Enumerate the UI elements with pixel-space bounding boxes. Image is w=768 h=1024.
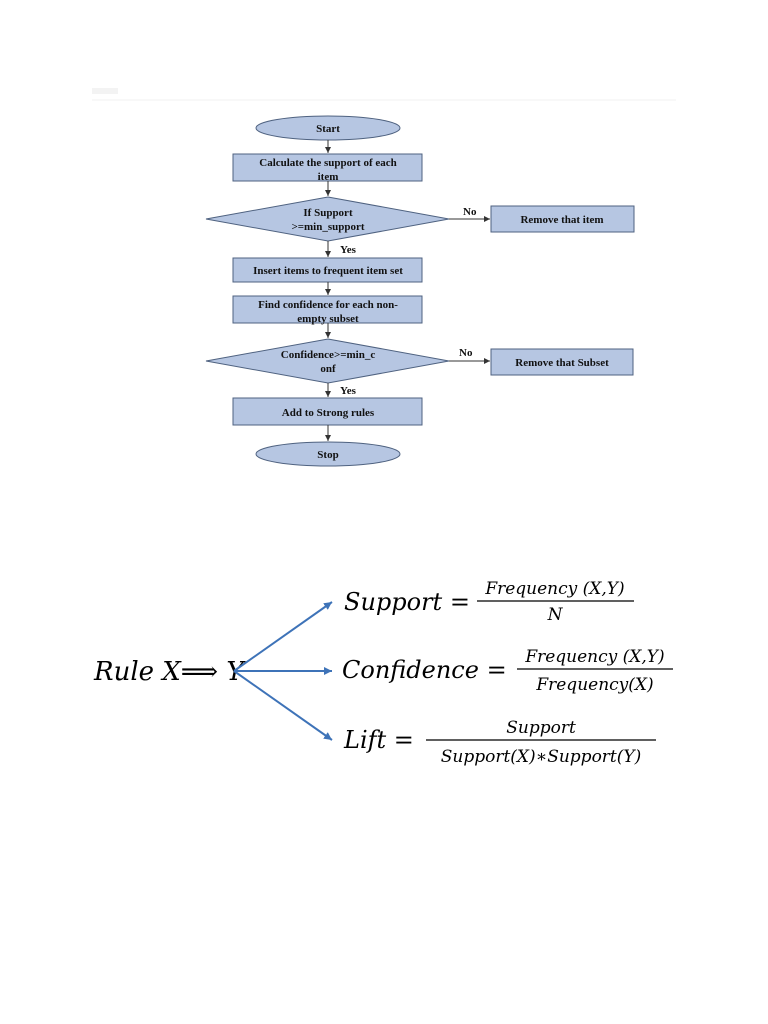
calc-support-label-2: item [318, 171, 339, 183]
support-denominator: N [547, 605, 564, 625]
calc-support-label-1: Calculate the support of each [259, 157, 397, 169]
arrow-to-support [233, 601, 333, 672]
yes-label-1: Yes [340, 244, 357, 256]
decision-support [205, 196, 450, 242]
stop-terminal [255, 441, 401, 467]
confidence-numerator: Frequency (X,Y) [524, 647, 664, 667]
calc-support-box [232, 153, 423, 182]
insert-box [232, 257, 423, 283]
decision-confidence [205, 338, 450, 384]
support-numerator: Frequency (X,Y) [484, 579, 624, 599]
confidence-lhs: Confidence = [342, 656, 507, 684]
lift-denominator: Support(X)∗Support(Y) [441, 747, 642, 767]
arrow-to-lift [233, 670, 333, 741]
find-confidence-label-2: empty subset [297, 313, 359, 325]
remove-item-label: Remove that item [520, 214, 603, 226]
rule-text: Rule X⟹ Y [93, 657, 246, 687]
yes-label-2: Yes [340, 385, 357, 397]
find-confidence-box [232, 295, 423, 324]
remove-subset-label: Remove that Subset [515, 357, 609, 369]
insert-label: Insert items to frequent item set [253, 265, 403, 277]
decision-confidence-label-2: onf [320, 363, 336, 375]
add-rules-box [232, 397, 423, 426]
formula-diagram: Rule X⟹ Y Support = Frequency (X,Y) N Co… [93, 579, 673, 767]
decision-support-label-1: If Support [303, 207, 353, 219]
remove-item-box [490, 205, 635, 233]
stop-label: Stop [317, 449, 338, 461]
lift-numerator: Support [506, 718, 576, 738]
faint-mark [92, 88, 118, 94]
add-rules-label: Add to Strong rules [282, 407, 375, 419]
flowchart: Start Calculate the support of each item… [205, 115, 635, 467]
support-lhs: Support = [344, 588, 470, 616]
confidence-denominator: Frequency(X) [535, 675, 653, 695]
no-label-1: No [463, 206, 477, 218]
lift-lhs: Lift = [343, 726, 414, 754]
remove-subset-box [490, 348, 634, 376]
decision-support-label-2: >=min_support [291, 221, 364, 233]
decision-confidence-label-1: Confidence>=min_c [281, 349, 376, 361]
no-label-2: No [459, 347, 473, 359]
start-label: Start [316, 123, 340, 135]
find-confidence-label-1: Find confidence for each non- [258, 299, 398, 311]
